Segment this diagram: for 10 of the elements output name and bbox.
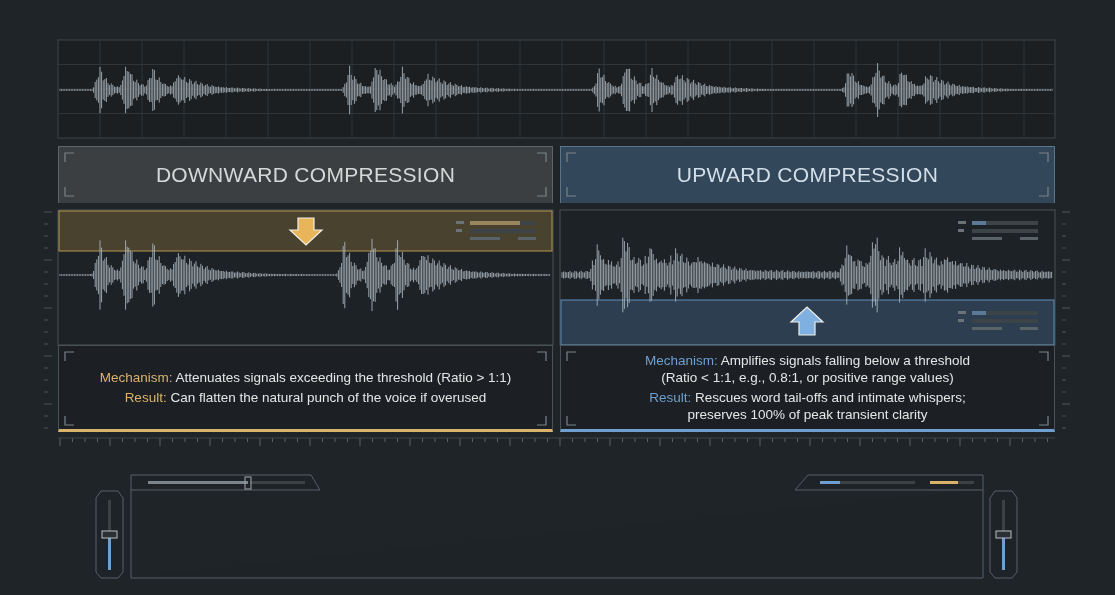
description-text: Mechanism: Attenuates signals exceeding the threshold (Ratio > 1:1) (99, 369, 512, 386)
panel-title: DOWNWARD COMPRESSION (155, 163, 456, 187)
title-panel (560, 146, 1055, 203)
description-text: Mechanism: Amplifies signals falling below a threshold (Ratio < 1:1, e.g., 0.8:1, or positive range values) (644, 352, 971, 386)
description-text: Result: Can flatten the natural punch of the voice if overused (124, 389, 487, 406)
description-text: Result: Rescues word tail-offs and intimate whispers; preserves 100% of peak transient clarity (648, 389, 967, 423)
description-panel (58, 345, 553, 432)
title-panel (58, 146, 553, 203)
description-panel (560, 345, 1055, 432)
panel-title: UPWARD COMPRESSION (676, 163, 939, 187)
